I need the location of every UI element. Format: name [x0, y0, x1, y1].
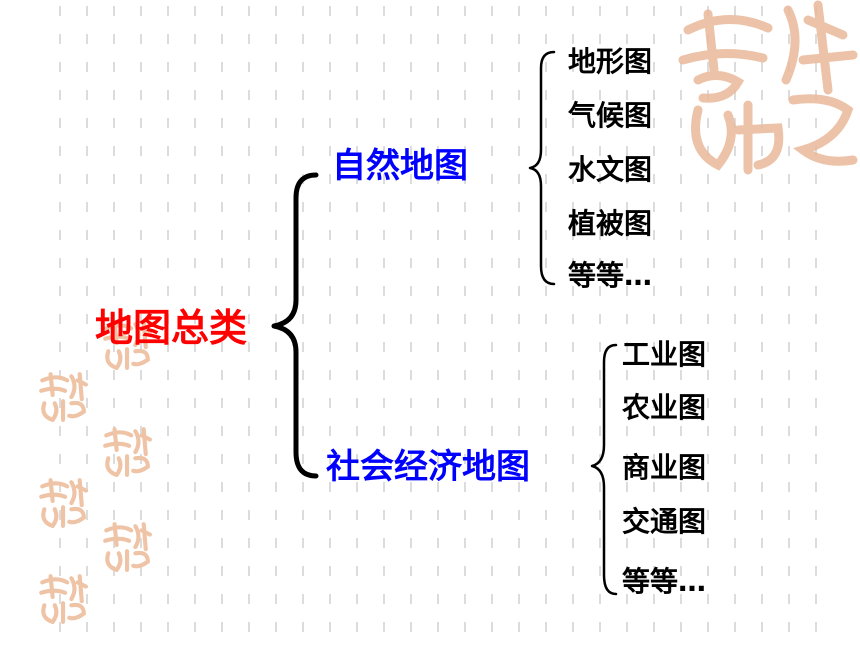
- natural-brace: [528, 50, 556, 286]
- small-seal-icon: [39, 372, 88, 422]
- leaf-topographic-map: 地形图: [568, 45, 653, 78]
- root-node-label: 地图总类: [95, 306, 248, 350]
- leaf-commerce-map: 商业图: [622, 451, 707, 484]
- root-brace: [271, 172, 319, 479]
- auspicious-seal-icon: [678, 0, 858, 175]
- leaf-vegetation-map: 植被图: [568, 207, 653, 240]
- small-seal-icon: [103, 427, 152, 477]
- leaf-etc-social: 等等…: [622, 565, 707, 598]
- leaf-hydrology-map: 水文图: [568, 153, 653, 186]
- leaf-industry-map: 工业图: [622, 338, 707, 371]
- leaf-etc-natural: 等等…: [568, 259, 653, 292]
- small-seal-icon: [103, 522, 152, 572]
- small-seal-icon: [39, 478, 88, 528]
- small-seal-icon: [103, 320, 152, 370]
- social-brace: [590, 343, 618, 596]
- leaf-agriculture-map: 农业图: [622, 391, 707, 424]
- leaf-transport-map: 交通图: [622, 505, 707, 538]
- small-seal-icon: [39, 574, 88, 624]
- leaf-climate-map: 气候图: [568, 99, 653, 132]
- branch-natural-map-label: 自然地图: [332, 146, 468, 186]
- branch-socioeconomic-map-label: 社会经济地图: [326, 447, 530, 487]
